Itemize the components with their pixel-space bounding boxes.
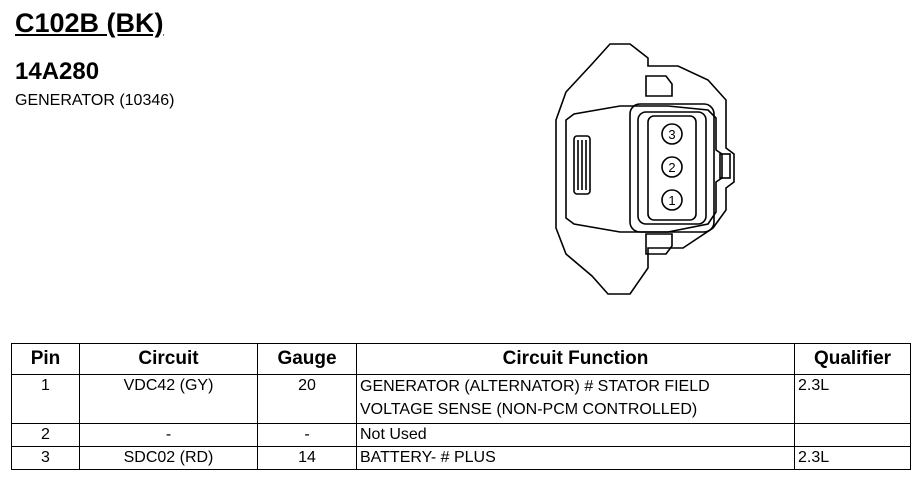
qualifier-cell xyxy=(794,423,911,447)
qualifier-cell: 2.3L xyxy=(794,446,911,470)
pin-1-circle xyxy=(661,189,683,211)
pin-cell: 1 xyxy=(11,374,80,424)
part-number: 14A280 xyxy=(15,58,100,85)
left-rib xyxy=(573,135,591,195)
component-description: GENERATOR (10346) xyxy=(15,92,175,109)
table-row: 2 - - Not Used xyxy=(11,423,911,447)
header-gauge: Gauge xyxy=(257,343,357,375)
pin-cell: 3 xyxy=(11,446,80,470)
gauge-cell: 20 xyxy=(257,374,357,424)
function-cell: BATTERY- # PLUS xyxy=(356,446,795,470)
header-pin: Pin xyxy=(11,343,80,375)
pin-label-1: 1 xyxy=(668,193,675,208)
circuit-cell: SDC02 (RD) xyxy=(79,446,258,470)
pinout-table: Pin Circuit Gauge Circuit Function Quali… xyxy=(11,343,911,470)
circuit-cell: VDC42 (GY) xyxy=(79,374,258,424)
pin-3-circle xyxy=(661,123,683,145)
function-cell: GENERATOR (ALTERNATOR) # STATOR FIELD VO… xyxy=(356,374,795,424)
bottom-latch xyxy=(645,233,673,255)
header-qualifier: Qualifier xyxy=(794,343,911,375)
function-line: GENERATOR (ALTERNATOR) # STATOR FIELD xyxy=(360,378,710,395)
right-tab xyxy=(719,153,731,179)
pin-label-2: 2 xyxy=(668,160,675,175)
table-header-row: Pin Circuit Gauge Circuit Function Quali… xyxy=(11,343,911,375)
function-line: VOLTAGE SENSE (NON-PCM CONTROLLED) xyxy=(360,401,698,418)
connector-face-diagram: 3 2 1 xyxy=(555,43,735,295)
qualifier-cell: 2.3L xyxy=(794,374,911,424)
header-circuit: Circuit xyxy=(79,343,258,375)
pin-2-circle xyxy=(661,156,683,178)
pin-cell: 2 xyxy=(11,423,80,447)
gauge-cell: 14 xyxy=(257,446,357,470)
table-row: 1 VDC42 (GY) 20 GENERATOR (ALTERNATOR) #… xyxy=(11,374,911,424)
top-latch xyxy=(645,75,673,97)
pin-label-3: 3 xyxy=(668,127,675,142)
function-cell: Not Used xyxy=(356,423,795,447)
table-row: 3 SDC02 (RD) 14 BATTERY- # PLUS 2.3L xyxy=(11,446,911,470)
circuit-cell: - xyxy=(79,423,258,447)
pin-cavity-block xyxy=(629,103,715,233)
connector-title: C102B (BK) xyxy=(15,8,164,38)
gauge-cell: - xyxy=(257,423,357,447)
header-circuit-function: Circuit Function xyxy=(356,343,795,375)
